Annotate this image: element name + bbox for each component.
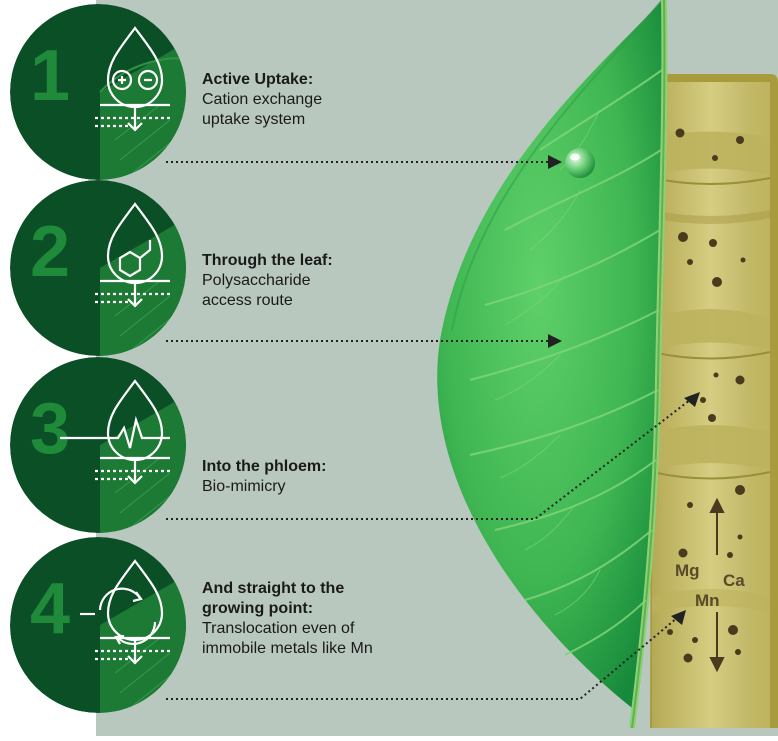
step-1-line-2: uptake system — [202, 111, 306, 128]
step-number-1: 1 — [30, 36, 70, 116]
step-number-2: 2 — [30, 212, 70, 292]
step-number-4: 4 — [30, 569, 70, 649]
step-4-line-2: immobile metals like Mn — [202, 640, 373, 657]
water-droplet — [565, 148, 595, 178]
pulse-icon — [60, 379, 172, 485]
step-1-line-1: Cation exchange — [202, 91, 323, 108]
step-1-label: Active Uptake: Cation exchange uptake sy… — [202, 70, 322, 130]
ion-exchange-icon — [95, 26, 172, 132]
ion-mg: Mg — [675, 561, 700, 580]
step-4-label: And straight to the growing point: Trans… — [202, 579, 373, 659]
step-4-line-1: Translocation even of — [202, 620, 355, 637]
step-2-line-1: Polysaccharide — [202, 272, 311, 289]
molecule-icon — [95, 202, 172, 308]
ion-ca: Ca — [723, 571, 745, 590]
step-circle-4 — [10, 537, 186, 713]
nutrient-dots — [667, 128, 746, 663]
step-number-3: 3 — [30, 389, 70, 469]
phloem-stem — [650, 74, 778, 728]
step-1-title: Active Uptake: — [202, 71, 314, 88]
ion-arrows — [709, 497, 725, 673]
cycle-icon — [80, 559, 172, 665]
step-3-title: Into the phloem: — [202, 458, 327, 475]
step-3-label: Into the phloem: Bio-mimicry — [202, 457, 326, 497]
connector-arrowheads — [548, 155, 700, 625]
step-4-title-2: growing point: — [202, 600, 314, 617]
step-4-title: And straight to the — [202, 580, 345, 597]
step-2-line-2: access route — [202, 292, 293, 309]
connectors — [166, 161, 691, 700]
ion-mn: Mn — [695, 591, 720, 610]
leaf — [437, 0, 668, 729]
step-2-label: Through the leaf: Polysaccharide access … — [202, 251, 333, 311]
step-2-title: Through the leaf: — [202, 252, 333, 269]
step-3-line-1: Bio-mimicry — [202, 478, 286, 495]
